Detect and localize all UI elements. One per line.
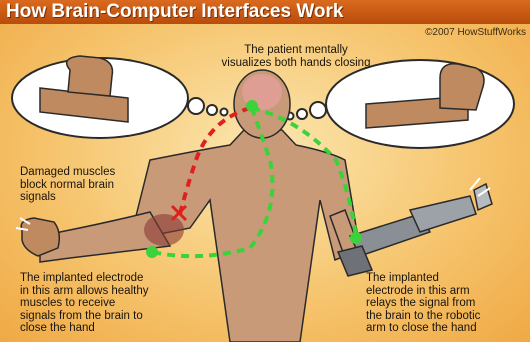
left-electrode-caption: The implanted electrode in this arm allo…	[20, 272, 200, 335]
visualize-caption: The patient mentally visualizes both han…	[196, 44, 396, 69]
thought-bubble-right	[287, 60, 515, 148]
right-electrode-caption: The implanted electrode in this arm rela…	[366, 272, 528, 335]
damaged-muscle-area	[144, 214, 184, 246]
brain-implant-dot	[246, 100, 258, 112]
damaged-muscles-caption: Damaged muscles block normal brain signa…	[20, 166, 170, 204]
right-electrode-dot	[350, 232, 362, 244]
closed-fist-icon	[21, 218, 59, 256]
left-electrode-dot	[146, 246, 158, 258]
robotic-arm-icon	[338, 184, 492, 276]
